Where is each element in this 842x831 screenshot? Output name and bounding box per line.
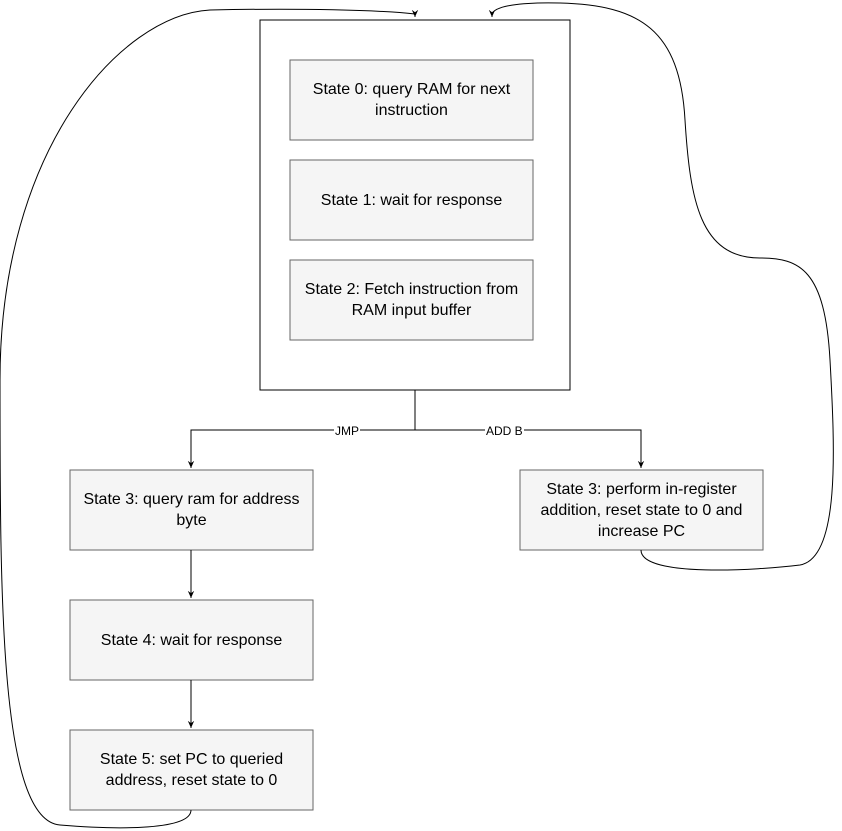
add-state-3-box (519, 469, 764, 551)
jmp-state-3-box (69, 469, 314, 551)
add-state-3-label: State 3: perform in-register addition, r… (540, 480, 743, 540)
state-2-box (289, 259, 534, 341)
state-2-label: State 2: Fetch instruction from RAM inpu… (304, 281, 519, 319)
jmp-edge-label: JMP (334, 424, 360, 438)
loop-back-jmp-edge (0, 8, 419, 829)
state-0-label: State 0: query RAM for next instruction (312, 81, 511, 119)
state-1-box (289, 159, 534, 241)
add-edge (415, 429, 645, 468)
jmp-state-4-box (69, 599, 314, 681)
jmp-state-4-label: State 4: wait for response (100, 631, 283, 649)
add-edge-label: ADD B (485, 424, 524, 438)
state-1-label: State 1: wait for response (320, 191, 503, 209)
state-0-box (289, 59, 534, 141)
jmp-state-5-label: State 5: set PC to queried address, rese… (99, 751, 284, 789)
jmp-state-3-label: State 3: query ram for address byte (83, 491, 300, 529)
loop-back-add-edge (488, 2, 834, 571)
jmp-edge (187, 390, 416, 468)
